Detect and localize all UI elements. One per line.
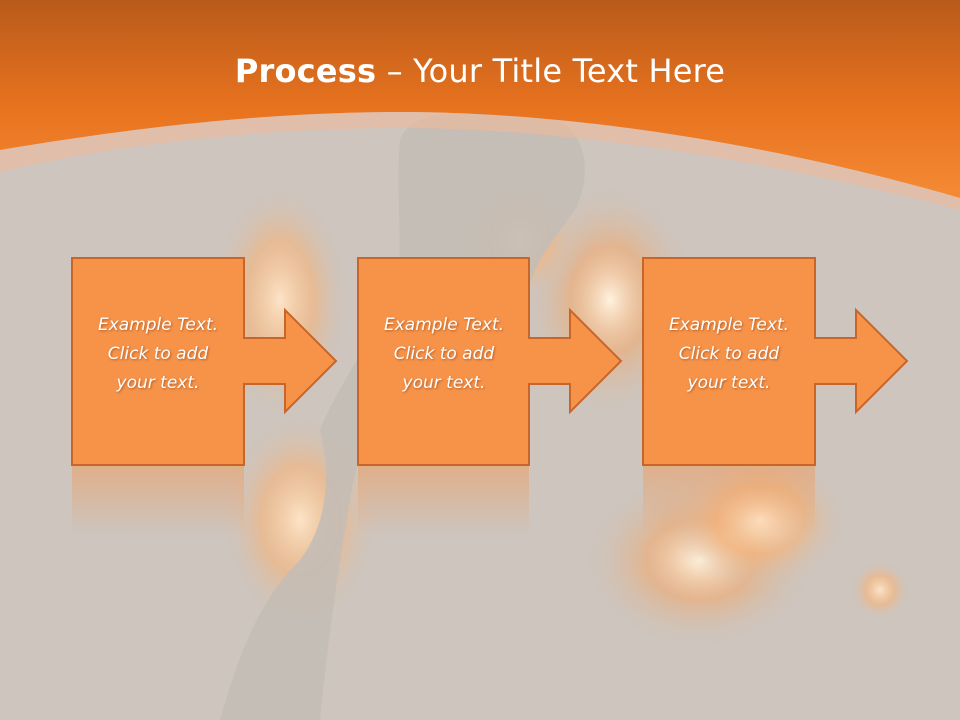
title-rest: – Your Title Text Here [376,52,726,90]
slide-title[interactable]: Process – Your Title Text Here [0,52,960,90]
step-reflection [643,465,815,535]
step-3-text[interactable]: Example Text. Click to add your text. [668,315,790,393]
process-step-3[interactable] [642,257,909,535]
header-band [0,0,960,210]
step-reflection [72,465,244,535]
step-2-text[interactable]: Example Text. Click to add your text. [383,315,505,393]
process-step-2[interactable] [357,257,623,535]
step-arrow-box[interactable] [357,257,623,466]
process-step-1[interactable] [71,257,338,535]
step-arrow-box[interactable] [71,257,338,466]
step-1-text[interactable]: Example Text. Click to add your text. [97,315,219,393]
step-arrow-box[interactable] [642,257,909,466]
title-bold: Process [234,52,377,90]
step-reflection [358,465,529,535]
